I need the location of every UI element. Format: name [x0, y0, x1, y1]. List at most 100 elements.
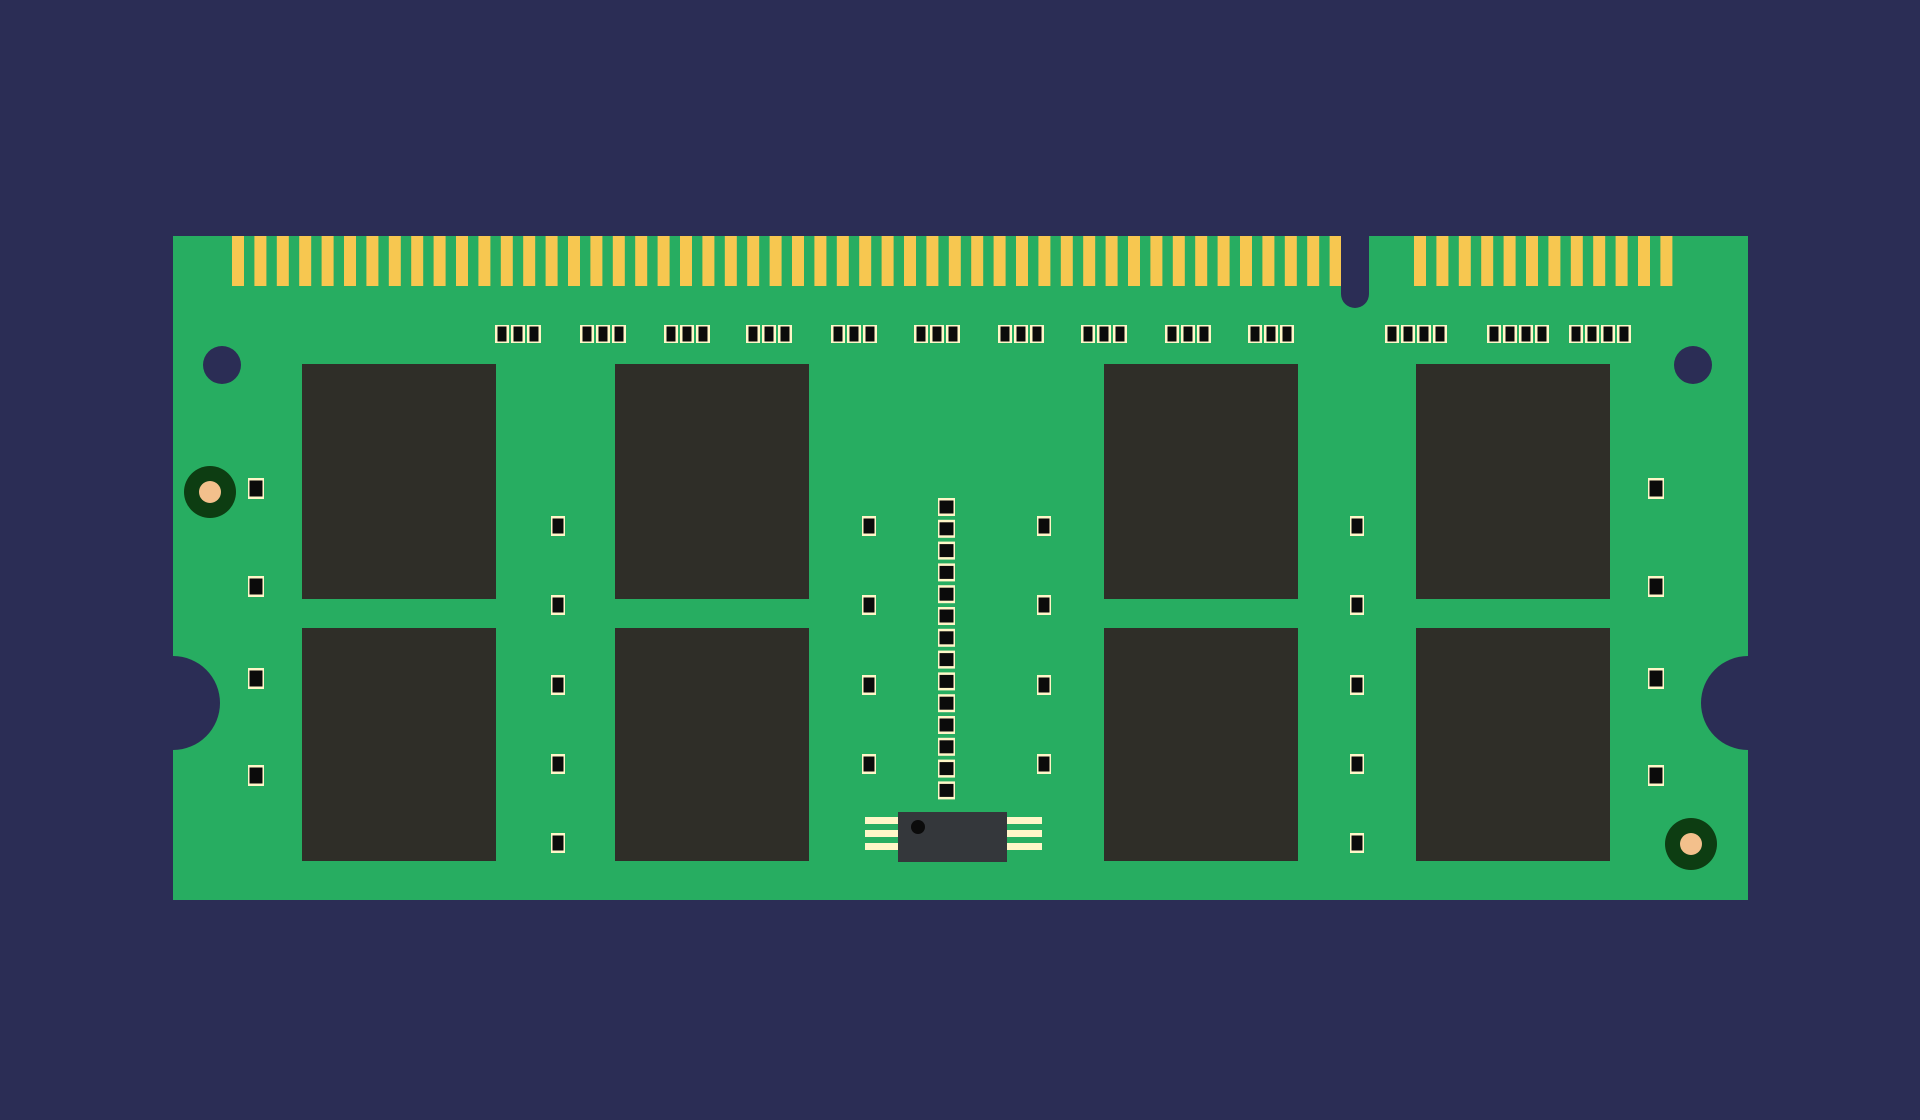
- gold-contact: [1195, 236, 1208, 286]
- smd-component-body: [1266, 326, 1276, 342]
- gold-contact: [926, 236, 939, 286]
- smd-component-body: [1351, 756, 1363, 772]
- gold-contact: [1284, 236, 1297, 286]
- memory-chip: [1416, 364, 1610, 599]
- smd-component-body: [1435, 326, 1445, 342]
- gold-contact: [1307, 236, 1320, 286]
- mounting-hole: [1674, 346, 1712, 384]
- smd-component-body: [939, 762, 954, 776]
- key-notch: [1341, 236, 1369, 308]
- gold-contact: [1172, 236, 1185, 286]
- smd-component-body: [552, 518, 564, 534]
- smd-component-body: [1038, 677, 1050, 693]
- smd-component-body: [1351, 597, 1363, 613]
- side-notch-left: [173, 656, 220, 750]
- smd-component-body: [863, 518, 875, 534]
- smd-component-body: [1250, 326, 1260, 342]
- smd-component-body: [833, 326, 843, 342]
- smd-component-body: [1351, 677, 1363, 693]
- smd-component-body: [1099, 326, 1109, 342]
- smd-component-body: [1115, 326, 1125, 342]
- smd-component-body: [1032, 326, 1042, 342]
- smd-component-body: [552, 677, 564, 693]
- smd-component-body: [552, 835, 564, 851]
- gold-contact: [411, 236, 424, 286]
- smd-component-body: [939, 544, 954, 558]
- smd-component-body: [748, 326, 758, 342]
- smd-component-body: [497, 326, 507, 342]
- controller-pin: [1006, 817, 1042, 824]
- smd-component-body: [939, 500, 954, 514]
- smd-component-body: [552, 756, 564, 772]
- gold-contact: [1083, 236, 1096, 286]
- smd-component-body: [863, 677, 875, 693]
- controller-pin: [1006, 830, 1042, 837]
- smd-component-body: [513, 326, 523, 342]
- gold-contact: [1240, 236, 1252, 286]
- smd-component-body: [1038, 756, 1050, 772]
- gold-contact: [1526, 236, 1538, 286]
- gold-contact: [1128, 236, 1140, 286]
- gold-contact: [904, 236, 916, 286]
- gold-contact: [836, 236, 849, 286]
- smd-component-body: [1587, 326, 1597, 342]
- gold-contact: [814, 236, 827, 286]
- smd-component-body: [529, 326, 539, 342]
- smd-component-body: [1038, 518, 1050, 534]
- gold-contact: [545, 236, 558, 286]
- controller-pin: [865, 817, 899, 824]
- ground-pad-center: [199, 481, 221, 503]
- gold-contact: [1038, 236, 1051, 286]
- gold-contact: [971, 236, 984, 286]
- memory-chip: [615, 628, 809, 861]
- smd-component-body: [1351, 835, 1363, 851]
- gold-contact: [1548, 236, 1561, 286]
- smd-component-body: [1016, 326, 1026, 342]
- gold-contact: [1217, 236, 1230, 286]
- smd-component-body: [1571, 326, 1581, 342]
- controller-chip-pin1-dot: [911, 820, 925, 834]
- gold-contact: [1593, 236, 1606, 286]
- gold-contact: [500, 236, 513, 286]
- memory-chip: [302, 628, 496, 861]
- smd-component-body: [849, 326, 859, 342]
- gold-contact: [1458, 236, 1471, 286]
- gold-contact: [276, 236, 289, 286]
- gold-contact: [1060, 236, 1073, 286]
- smd-component-body: [1403, 326, 1413, 342]
- ground-pad-center: [1680, 833, 1702, 855]
- smd-component-body: [863, 597, 875, 613]
- smd-component-body: [916, 326, 926, 342]
- gold-contact: [1570, 236, 1583, 286]
- smd-component-body: [598, 326, 608, 342]
- smd-component-body: [939, 653, 954, 667]
- gold-contact: [1503, 236, 1516, 286]
- smd-component-body: [939, 587, 954, 601]
- side-notch-right: [1701, 656, 1748, 750]
- gold-contact: [747, 236, 760, 286]
- gold-contact: [1660, 236, 1673, 286]
- smd-component-body: [666, 326, 676, 342]
- gold-contact: [1105, 236, 1118, 286]
- gold-contact: [254, 236, 267, 286]
- smd-component-body: [1649, 670, 1663, 687]
- memory-chip: [615, 364, 809, 599]
- smd-component-body: [948, 326, 958, 342]
- smd-component-body: [249, 578, 263, 595]
- gold-contact: [680, 236, 692, 286]
- gold-contact: [1436, 236, 1449, 286]
- smd-component-body: [1199, 326, 1209, 342]
- smd-component-body: [939, 609, 954, 623]
- gold-contact: [523, 236, 536, 286]
- gold-contact: [433, 236, 446, 286]
- gold-contact: [859, 236, 872, 286]
- smd-component-body: [939, 740, 954, 754]
- gold-contact: [590, 236, 603, 286]
- controller-pin: [865, 830, 899, 837]
- gold-contact: [881, 236, 894, 286]
- smd-component-body: [1521, 326, 1531, 342]
- gold-contact: [568, 236, 580, 286]
- smd-component-body: [939, 718, 954, 732]
